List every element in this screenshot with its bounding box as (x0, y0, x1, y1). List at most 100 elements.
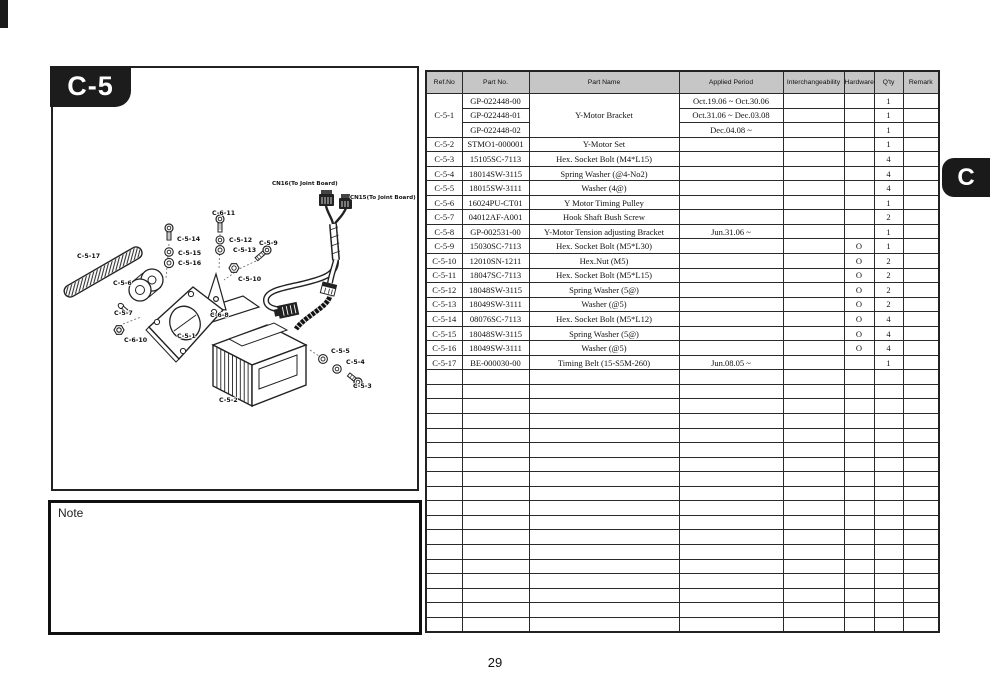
table-cell (782, 151, 845, 167)
table-cell (902, 514, 940, 531)
table-cell (782, 383, 845, 400)
table-cell (843, 602, 875, 618)
table-cell (425, 456, 463, 473)
table-cell (843, 485, 875, 502)
table-cell: Y-Motor Bracket (528, 93, 680, 138)
table-cell (902, 369, 940, 385)
table-cell: Spring Washer (@4-No2) (528, 165, 680, 182)
table-cell (902, 93, 940, 109)
table-row (425, 514, 940, 531)
table-cell (902, 209, 940, 225)
table-cell (902, 456, 940, 473)
table-cell (782, 543, 845, 560)
table-cell (902, 296, 940, 313)
table-cell (902, 180, 940, 196)
table-cell (902, 427, 940, 444)
fastener-parts (163, 214, 363, 387)
table-cell (528, 383, 680, 400)
table-cell (782, 194, 845, 211)
table-cell (902, 165, 940, 182)
table-cell (425, 616, 463, 633)
table-cell (843, 93, 875, 109)
table-cell: C-5-16 (425, 340, 463, 356)
table-cell (678, 383, 784, 400)
table-cell: C-5-2 (425, 136, 463, 153)
table-cell (873, 413, 904, 429)
table-cell (902, 442, 940, 458)
table-cell (902, 485, 940, 502)
table-cell (873, 529, 904, 545)
table-cell (843, 529, 875, 545)
table-cell (678, 238, 784, 255)
connector-cn16 (319, 190, 334, 206)
table-cell: 4 (873, 180, 904, 196)
table-cell: 18049SW-3111 (461, 296, 530, 313)
table-cell (528, 543, 680, 560)
table-cell (461, 500, 530, 516)
table-cell (902, 573, 940, 589)
table-cell (678, 340, 784, 356)
table-cell: Hex. Socket Bolt (M5*L30) (528, 238, 680, 255)
table-cell (782, 253, 845, 269)
table-cell (461, 587, 530, 604)
table-cell (782, 122, 845, 138)
table-cell: 1 (873, 107, 904, 124)
part-label: C-5-13 (233, 247, 256, 254)
table-cell (461, 514, 530, 531)
table-cell (902, 238, 940, 255)
table-cell (843, 369, 875, 385)
table-cell (902, 543, 940, 560)
page-number: 29 (487, 655, 503, 670)
table-cell (461, 543, 530, 560)
table-cell (425, 573, 463, 589)
table-cell: C-5-9 (425, 238, 463, 255)
part-label: C-5-12 (229, 237, 252, 244)
table-cell (678, 427, 784, 444)
table-cell (425, 383, 463, 400)
table-cell (678, 136, 784, 153)
table-row (425, 543, 940, 560)
table-cell (678, 209, 784, 225)
table-cell: C-5-5 (425, 180, 463, 196)
table-cell (461, 427, 530, 444)
table-cell (425, 485, 463, 502)
table-cell: 16024PU-CT01 (461, 194, 530, 211)
table-cell (678, 398, 784, 415)
table-cell (678, 456, 784, 473)
table-cell: Y-Motor Tension adjusting Bracket (528, 223, 680, 240)
part-label: C-5-17 (77, 253, 100, 260)
table-cell: Hex. Socket Bolt (M5*L12) (528, 311, 680, 327)
table-cell: O (843, 282, 875, 298)
table-row (425, 500, 940, 516)
table-cell: 15105SC-7113 (461, 151, 530, 167)
table-cell (425, 543, 463, 560)
table-cell (461, 558, 530, 575)
table-cell (902, 267, 940, 284)
part-label: C-5-15 (178, 250, 201, 257)
table-cell (425, 514, 463, 531)
table-cell: C-5-8 (425, 223, 463, 240)
table-cell (528, 602, 680, 618)
table-cell (782, 136, 845, 153)
table-cell (843, 427, 875, 444)
table-cell: O (843, 296, 875, 313)
table-cell (678, 369, 784, 385)
table-cell (843, 151, 875, 167)
table-cell (843, 500, 875, 516)
table-cell: C-5-7 (425, 209, 463, 225)
table-cell: Washer (@5) (528, 340, 680, 356)
table-cell: STMO1-000001 (461, 136, 530, 153)
table-cell (873, 442, 904, 458)
table-cell: O (843, 253, 875, 269)
table-cell (678, 282, 784, 298)
motor-part (211, 322, 308, 408)
